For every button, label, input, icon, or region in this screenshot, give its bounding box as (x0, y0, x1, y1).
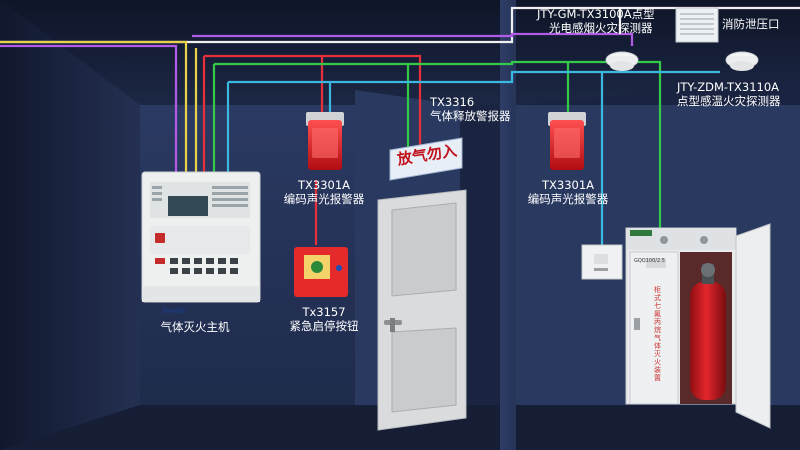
ceiling (0, 0, 520, 105)
right-floor (516, 405, 800, 450)
alarm-left-model: TX3301A (297, 178, 351, 192)
wire-purple (0, 44, 178, 175)
door-sign-board (389, 137, 463, 181)
wiring (0, 6, 800, 245)
smoke-model: JTY-GM-TX3100A点型 (537, 7, 655, 21)
smoke-name: 光电感烟火灾探测器 (549, 21, 653, 35)
heat-model: JTY-ZDM-TX3110A (677, 80, 780, 94)
gas-extinguishing-controller (141, 171, 261, 303)
wire-white (0, 6, 800, 44)
heat-name: 点型感温火灾探测器 (677, 94, 781, 108)
alarm-right-name: 编码声光报警器 (527, 192, 609, 206)
left-wall (0, 0, 140, 450)
sound-light-alarm-right (548, 112, 586, 170)
emergency-stop-button (294, 247, 348, 297)
heat-detector (725, 51, 759, 71)
partition-pillar (500, 0, 516, 450)
release-name: 气体释放警报器 (430, 109, 511, 123)
sound-light-alarm-left (306, 112, 344, 170)
pressure-relief-vent (675, 7, 719, 43)
wire-cyan (228, 70, 720, 84)
alarm-left-name: 编码声光报警器 (283, 192, 365, 206)
cylinder-text: 柜式七氟丙烷气体灭火装置 (654, 286, 661, 382)
controller-label: 气体灭火主机 (160, 320, 230, 334)
wire-red-1 (204, 54, 422, 170)
alarm-right-model: TX3301A (541, 178, 595, 192)
door (377, 189, 467, 431)
vent-name: 消防泄压口 (722, 17, 780, 31)
wire-green (214, 60, 662, 230)
right-ceiling (516, 0, 800, 105)
wire-yellow-top (0, 40, 188, 175)
release-model: TX3316 (430, 95, 475, 109)
smoke-detector (605, 51, 639, 71)
button-model: Tx3157 (302, 305, 346, 319)
wire-purple-right (192, 32, 634, 46)
gas-release-panel (581, 244, 623, 280)
cabinet-extinguisher (625, 223, 771, 429)
cabinet-plate: GQQ100/2.5 (634, 258, 665, 264)
button-name: 紧急启停按钮 (289, 319, 359, 333)
controller-brand: Tanda (162, 307, 186, 315)
